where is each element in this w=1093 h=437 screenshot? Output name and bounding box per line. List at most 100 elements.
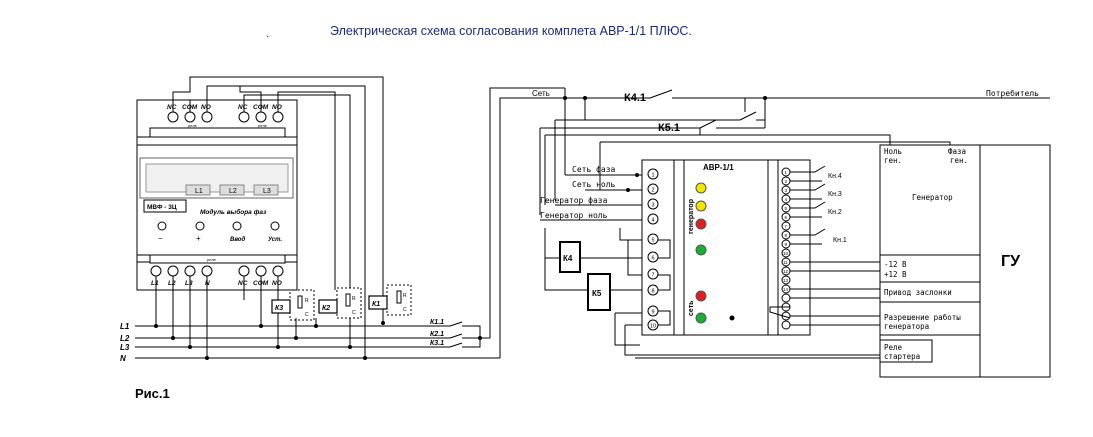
avr-net-label: сеть xyxy=(688,300,695,316)
label-set-phase: Сеть фаза xyxy=(572,165,616,174)
line-l2: L2 xyxy=(120,334,130,343)
term-bl2: L2 xyxy=(168,280,176,287)
btn-kn1: Кн.1 xyxy=(833,237,847,244)
avr-right-num-7: 7 xyxy=(785,224,788,229)
generator-panel: Ноль ген. Фаза ген. Генератор -12 В +12 … xyxy=(879,144,1051,378)
label-gen-zero: Генератор ноль xyxy=(540,211,608,220)
gen-relay-2: стартера xyxy=(884,352,920,361)
term-bno: NO xyxy=(272,280,282,287)
avr-right-num-14: 14 xyxy=(783,287,789,292)
label-gen-phase: Генератор фаза xyxy=(540,196,608,205)
relay-caption-2: реле xyxy=(258,123,268,128)
coil-k4: К4 xyxy=(563,254,573,263)
avr-module: АВР-1/1 генератор сеть xyxy=(641,159,811,336)
gen-zero: Ноль xyxy=(884,147,902,156)
relay-k3: К3 xyxy=(275,305,283,312)
relay-k2: К2 xyxy=(322,305,330,312)
line-l1: L1 xyxy=(120,322,130,331)
avr-right-num-12: 12 xyxy=(783,269,789,274)
avr-left-num-9: 9 xyxy=(652,310,655,316)
rc-c-2: C xyxy=(352,310,356,316)
avr-left-num-1: 1 xyxy=(652,173,655,179)
three-phase-lines: L1 L2 L3 N xyxy=(120,276,500,363)
avr-right-num-8: 8 xyxy=(785,233,788,238)
btn-minus-label: − xyxy=(158,234,163,243)
gen-perm-1: Разрешение работы xyxy=(884,313,961,322)
avr-left-num-10: 10 xyxy=(650,324,656,330)
label-set-zero: Сеть ноль xyxy=(572,180,616,189)
avr-gen-label: генератор xyxy=(688,199,695,234)
rc-c-1: C xyxy=(305,312,309,318)
contact-k31: К3.1 xyxy=(430,340,444,347)
btn-kn3: Кн.3 xyxy=(828,191,842,198)
led-l2: L2 xyxy=(229,188,237,195)
mvf-subtitle: Модуль выбора фаз xyxy=(200,208,267,216)
coil-k5: К5 xyxy=(592,289,602,298)
gen-perm-2: генератора xyxy=(884,322,929,331)
btn-kn2: Кн.2 xyxy=(828,209,842,216)
contact-k11: К1.1 xyxy=(430,319,444,326)
rc-r-3: R xyxy=(403,293,407,299)
coils: К4 К5 xyxy=(544,228,966,359)
btn-enter-label: Ввод xyxy=(230,237,245,243)
label-k41: К4.1 xyxy=(624,92,646,104)
title-dot: . xyxy=(266,26,270,40)
avr-right-num-11: 11 xyxy=(783,260,788,265)
gen-relay-1: Реле xyxy=(884,343,903,352)
avr-right-num-2: 2 xyxy=(785,179,788,184)
avr-left-num-5: 5 xyxy=(652,238,655,244)
term-no2: NO xyxy=(272,104,282,111)
btn-kn4: Кн.4 xyxy=(828,173,842,180)
avr-input-labels: Сеть фаза Сеть ноль Генератор фаза Генер… xyxy=(540,165,650,221)
phase-contacts: К1.1 К2.1 К3.1 xyxy=(430,87,565,358)
term-nc1: NC xyxy=(167,104,177,111)
line-l3: L3 xyxy=(120,343,130,352)
kn-buttons: Кн.4 Кн.3 Кн.2 Кн.1 xyxy=(769,165,880,326)
avr-right-num-6: 6 xyxy=(785,215,788,220)
mvf-badge: МВФ - 3Ц xyxy=(147,204,177,211)
line-n: N xyxy=(120,354,126,363)
gen-phase-2: ген. xyxy=(950,156,968,165)
avr-right-num-4: 4 xyxy=(785,197,788,202)
term-bnc: NC xyxy=(238,280,248,287)
avr-left-num-7: 7 xyxy=(652,273,655,279)
term-bl1: L1 xyxy=(151,280,159,287)
avr-title: АВР-1/1 xyxy=(703,163,734,172)
gen-damper: Привод заслонки xyxy=(884,288,952,297)
btn-plus-label: + xyxy=(196,234,201,243)
term-nc2: NC xyxy=(238,104,248,111)
gen-name: Генератор xyxy=(912,193,953,202)
rc-r-2: R xyxy=(352,296,356,302)
relay-caption-1: реле xyxy=(188,123,198,128)
figure-label: Рис.1 xyxy=(135,386,170,401)
rc-r-1: R xyxy=(305,298,309,304)
avr-left-num-2: 2 xyxy=(652,188,655,194)
label-set: Сеть xyxy=(532,89,550,98)
relay-caption-3: реле xyxy=(207,257,217,262)
led-l3: L3 xyxy=(263,188,271,195)
avr-left-terminals xyxy=(647,168,671,331)
mvf-top-wires xyxy=(172,76,384,358)
rc-c-3: C xyxy=(403,307,407,313)
gu-label: ГУ xyxy=(1001,253,1021,270)
avr-left-num-4: 4 xyxy=(652,218,655,224)
avr-left-num-3: 3 xyxy=(652,203,655,209)
btn-set-label: Уст. xyxy=(268,237,282,243)
led-l1: L1 xyxy=(195,188,203,195)
avr-left-num-8: 8 xyxy=(652,289,655,295)
relay-group: К3 К2 К1 R C R C R C xyxy=(271,284,412,321)
avr-right-num-13: 13 xyxy=(783,278,789,283)
contact-k21: К2.1 xyxy=(430,331,444,338)
gen-phase: Фаза xyxy=(948,147,966,156)
avr-right-num-5: 5 xyxy=(785,206,788,211)
label-consumer: Потребитель xyxy=(986,88,1039,98)
term-no1: NO xyxy=(201,104,211,111)
gen-p12: +12 В xyxy=(884,270,907,279)
avr-right-num-1: 1 xyxy=(785,170,788,175)
term-bl3: L3 xyxy=(185,280,193,287)
gen-zero-2: ген. xyxy=(884,156,902,165)
power-bus: Сеть Потребитель К4.1 К5.1 xyxy=(530,88,1050,215)
diagram-title: Электрическая схема согласования комплет… xyxy=(330,24,692,38)
avr-right-num-9: 9 xyxy=(785,242,788,247)
